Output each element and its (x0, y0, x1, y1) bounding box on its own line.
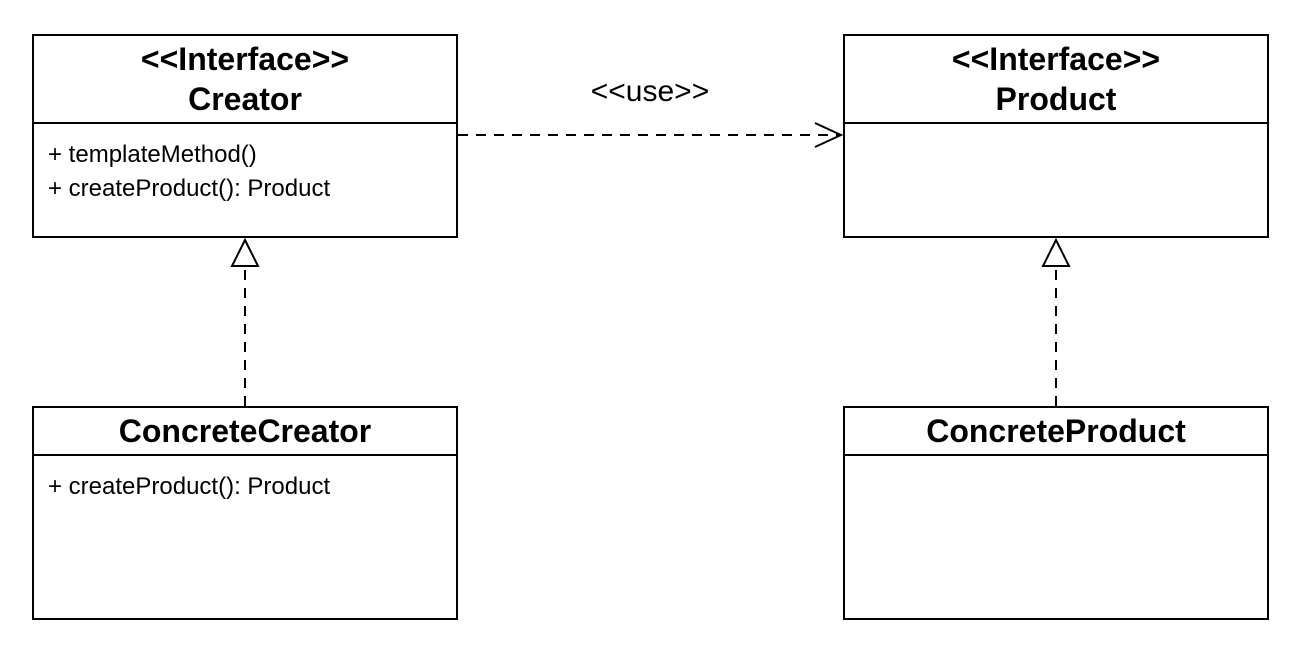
product-class-name: Product (995, 81, 1117, 117)
creator-class-name: Creator (188, 81, 302, 117)
use-relation-label: <<use>> (590, 75, 710, 108)
use-dependency-arrow (458, 122, 844, 148)
concrete-product-class-box[interactable]: ConcreteProduct (843, 406, 1269, 620)
creator-class-header: <<Interface>> Creator (34, 36, 456, 124)
realize-product-arrow (1041, 237, 1071, 406)
concrete-creator-class-header: ConcreteCreator (34, 408, 456, 456)
creator-stereotype: <<Interface>> (140, 41, 350, 77)
realize-product-triangle (1041, 237, 1071, 267)
creator-members: + templateMethod() + createProduct(): Pr… (34, 124, 456, 236)
realize-creator-arrow (230, 237, 260, 406)
product-stereotype: <<Interface>> (951, 41, 1161, 77)
concrete-creator-members: + createProduct(): Product (34, 456, 456, 618)
use-dependency-arrowhead (814, 122, 844, 148)
realize-creator-triangle (230, 237, 260, 267)
product-members (845, 124, 1267, 236)
creator-class-box[interactable]: <<Interface>> Creator + templateMethod()… (32, 34, 458, 238)
product-class-box[interactable]: <<Interface>> Product (843, 34, 1269, 238)
creator-member: + templateMethod() (48, 141, 257, 168)
concrete-creator-class-box[interactable]: ConcreteCreator + createProduct(): Produ… (32, 406, 458, 620)
creator-member: + createProduct(): Product (48, 175, 331, 202)
concrete-product-class-name: ConcreteProduct (926, 413, 1186, 449)
concrete-product-class-header: ConcreteProduct (845, 408, 1267, 456)
concrete-product-members (845, 456, 1267, 618)
concrete-creator-class-name: ConcreteCreator (118, 413, 372, 449)
product-class-header: <<Interface>> Product (845, 36, 1267, 124)
concrete-creator-member: + createProduct(): Product (48, 473, 331, 500)
